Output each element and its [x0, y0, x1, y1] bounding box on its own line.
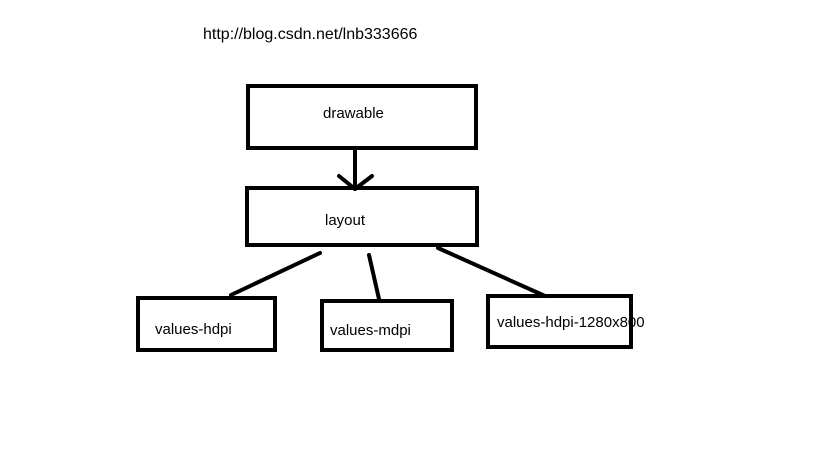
node-drawable — [246, 84, 478, 150]
source-url-caption: http://blog.csdn.net/lnb333666 — [203, 26, 418, 43]
connector-layout-to-values-hdpi — [229, 251, 322, 297]
node-layout-label: layout — [325, 212, 366, 229]
node-values-mdpi — [320, 299, 454, 352]
node-values-hdpi-1280x800-label: values-hdpi-1280x800 — [497, 314, 645, 331]
node-drawable-label: drawable — [323, 105, 384, 122]
node-layout — [245, 186, 479, 247]
node-values-hdpi — [136, 296, 277, 352]
node-values-mdpi-label: values-mdpi — [330, 322, 411, 339]
connector-layout-to-values-mdpi — [367, 253, 381, 301]
node-values-hdpi-1280x800 — [486, 294, 633, 349]
node-values-hdpi-label: values-hdpi — [155, 321, 232, 338]
connector-layout-to-values-hdpi-1280x800 — [436, 246, 547, 298]
